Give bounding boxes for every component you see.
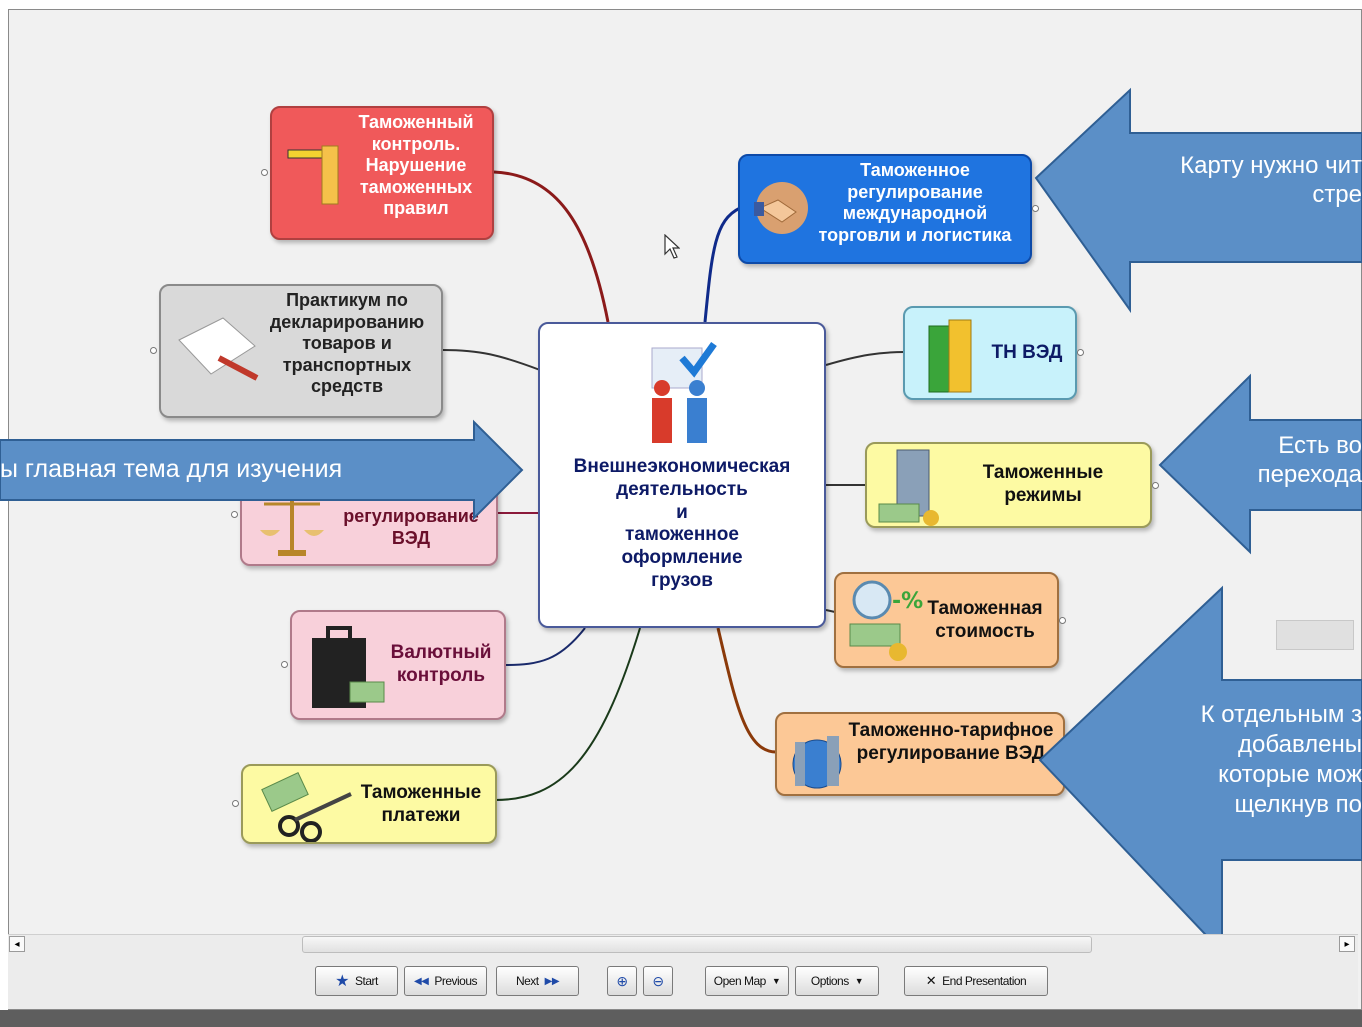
side-panel-fragment: [1276, 620, 1354, 650]
presentation-toolbar: [8, 955, 1358, 1009]
zoom-out-button[interactable]: ⊖: [643, 966, 673, 996]
customs-value-label: Таможенная стоимость: [927, 598, 1043, 642]
node-tn-ved[interactable]: ТН ВЭД: [903, 306, 1077, 400]
options-button[interactable]: Options ▼: [795, 966, 879, 996]
practicum-label: Практикум по декларированию товаров и тр…: [269, 290, 425, 397]
node-customs-control[interactable]: Таможенный контроль. Нарушение таможенны…: [270, 106, 494, 240]
arrow-main-topic: [0, 419, 524, 521]
link-practicum: [442, 349, 541, 371]
globe-buildings-icon: [792, 736, 842, 789]
link-value: [825, 609, 836, 613]
node-practicum[interactable]: Практикум по декларированию товаров и тр…: [159, 284, 443, 418]
expand-intl-trade[interactable]: [1032, 205, 1039, 212]
link-payments: [494, 627, 641, 801]
open-map-label: Open Map: [713, 974, 767, 988]
document-pen-icon: [178, 317, 259, 381]
fast-forward-icon: ▶▶: [544, 975, 560, 987]
building-money-icon: [878, 449, 939, 526]
zoom-out-icon: ⊖: [652, 972, 664, 989]
arrow-read-map: [1034, 87, 1362, 314]
star-icon: ★: [335, 973, 349, 990]
node-currency-control[interactable]: Валютный контроль: [290, 610, 506, 720]
mouse-cursor-icon: [664, 234, 680, 259]
link-intl-trade: [703, 206, 741, 323]
callout-transitions-text: Есть во перехода: [1257, 432, 1362, 488]
previous-button[interactable]: ◀◀ Previous: [404, 966, 487, 996]
link-currency: [504, 627, 586, 666]
briefcase-money-icon: [312, 626, 385, 708]
dropdown-arrow-icon: ▼: [854, 976, 864, 986]
currency-control-label: Валютный контроль: [390, 642, 492, 686]
intl-trade-label: Таможенное регулирование международной т…: [818, 160, 1012, 245]
customs-regimes-label: Таможенные режимы: [982, 462, 1104, 506]
scroll-left-button[interactable]: ◂: [9, 936, 25, 952]
end-presentation-label: End Presentation: [942, 974, 1027, 988]
customs-control-label: Таможенный контроль. Нарушение таможенны…: [358, 112, 474, 219]
center-topic[interactable]: Внешнеэкономическая деятельность и тамож…: [538, 322, 826, 628]
books-icon: [928, 319, 972, 393]
rewind-icon: ◀◀: [413, 975, 429, 987]
link-tariff: [716, 627, 777, 754]
nontariff-label: регулирование ВЭД: [343, 506, 479, 548]
node-intl-trade[interactable]: Таможенное регулирование международной т…: [738, 154, 1032, 264]
node-tariff-regulation[interactable]: Таможенно-тарифное регулирование ВЭД: [775, 712, 1065, 796]
expand-currency-control[interactable]: [281, 661, 288, 668]
options-label: Options: [810, 974, 849, 988]
clock-money-icon: -%: [849, 580, 923, 661]
expand-customs-value[interactable]: [1059, 617, 1066, 624]
link-tnved: [825, 351, 906, 366]
handshake-icon: [754, 182, 808, 234]
next-button[interactable]: Next ▶▶: [496, 966, 579, 996]
expand-customs-payments[interactable]: [232, 800, 239, 807]
start-button[interactable]: ★ Start: [315, 966, 398, 996]
customs-payments-label: Таможенные платежи: [360, 782, 482, 826]
end-presentation-button[interactable]: ✕ End Presentation: [904, 966, 1048, 996]
tariff-regulation-label: Таможенно-тарифное регулирование ВЭД: [848, 720, 1054, 764]
expand-customs-regimes[interactable]: [1152, 482, 1159, 489]
node-customs-regimes[interactable]: Таможенные режимы: [865, 442, 1152, 528]
previous-label: Previous: [434, 974, 478, 988]
callout-attachments-text: К отдельным з добавлены которые мож щелк…: [1200, 701, 1362, 818]
close-icon: ✕: [925, 973, 937, 988]
expand-practicum[interactable]: [150, 347, 157, 354]
link-customs-control: [493, 170, 610, 323]
barrier-icon: [287, 145, 339, 205]
scroll-thumb[interactable]: [302, 936, 1092, 953]
callout-main-topic-text: ы главная тема для изучения: [0, 455, 343, 483]
arrow-transitions: [1158, 373, 1362, 555]
svg-text:-%: -%: [892, 589, 923, 614]
tn-ved-label: ТН ВЭД: [991, 342, 1063, 363]
scroll-right-button[interactable]: ▸: [1339, 936, 1355, 952]
zoom-in-button[interactable]: ⊕: [607, 966, 637, 996]
center-topic-label: Внешнеэкономическая деятельность и тамож…: [573, 456, 791, 591]
screen-bottom-band: [0, 1010, 1362, 1027]
zoom-in-icon: ⊕: [616, 972, 628, 989]
start-label: Start: [355, 974, 378, 988]
expand-nontariff[interactable]: [231, 511, 238, 518]
callout-read-map-text: Карту нужно чит стре: [1180, 152, 1362, 208]
scissors-money-icon: [261, 772, 352, 842]
node-customs-payments[interactable]: Таможенные платежи: [241, 764, 497, 844]
node-customs-value[interactable]: -% Таможенная стоимость: [834, 572, 1059, 668]
scales-icon: [260, 496, 324, 556]
expand-tn-ved[interactable]: [1077, 349, 1084, 356]
open-map-button[interactable]: Open Map ▼: [705, 966, 789, 996]
dropdown-arrow-icon: ▼: [771, 976, 781, 986]
people-check-icon: [651, 341, 717, 443]
next-label: Next: [515, 974, 539, 988]
expand-customs-control[interactable]: [261, 169, 268, 176]
